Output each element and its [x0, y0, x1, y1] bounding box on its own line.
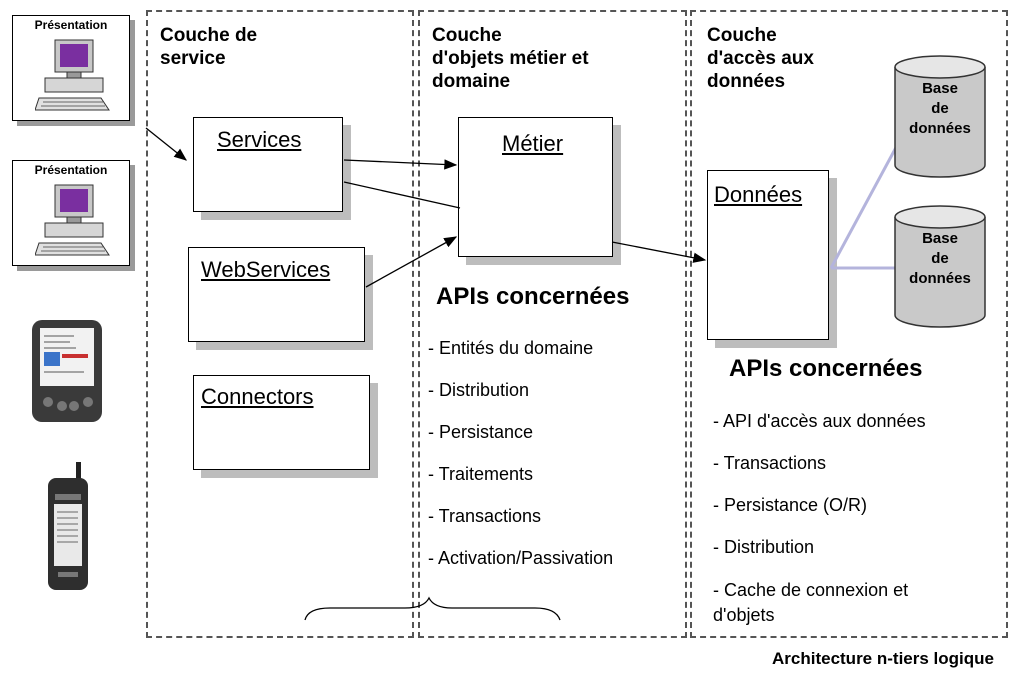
list-item: - Persistance (O/R) [713, 495, 868, 515]
services-label: Services [217, 127, 302, 152]
list-item: - Transactions [713, 453, 827, 473]
data-layer-title: Couche d'accès aux données [707, 25, 814, 92]
data-layer [690, 10, 1008, 638]
business-apis-list: - Entités du domaine - Distribution - Pe… [428, 327, 613, 579]
mobile-phone-icon [48, 462, 88, 590]
pda-icon [32, 320, 102, 422]
list-item: - Activation/Passivation [428, 548, 614, 568]
presentation-label: Présentation [34, 18, 108, 32]
db-link-1 [829, 139, 902, 269]
curly-brace [304, 596, 561, 621]
list-item: - Distribution [713, 537, 815, 557]
presentation-desktop-1: Présentation [12, 15, 130, 121]
data-apis-last-item: - Cache de connexion et d'objets [713, 578, 908, 628]
database-label: Base de données [909, 80, 971, 137]
database-icon [894, 55, 986, 178]
business-layer-title: Couche d'objets métier et domaine [432, 25, 589, 92]
services-component [193, 117, 343, 212]
list-item: d'objets [713, 605, 775, 625]
services-to-metier-line [343, 181, 461, 209]
list-item: - Cache de connexion et [713, 580, 909, 600]
connectors-component [193, 375, 370, 470]
metier-label: Métier [502, 131, 564, 156]
computer-icon [35, 39, 110, 111]
data-apis-title: APIs concernées [729, 355, 923, 382]
list-item: - Persistance [428, 422, 534, 442]
list-item: - Distribution [428, 380, 530, 400]
data-apis-list: - API d'accès aux données - Transactions… [713, 400, 926, 568]
connectors-label: Connectors [201, 384, 314, 409]
metier-to-donnees-arrow [611, 241, 707, 263]
donnees-label: Données [714, 182, 803, 207]
list-item: - Transactions [428, 506, 542, 526]
donnees-component [707, 170, 829, 340]
presentation-label: Présentation [34, 163, 108, 177]
list-item: - Entités du domaine [428, 338, 594, 358]
database-1: Base de données [892, 55, 988, 180]
webservices-label: WebServices [201, 257, 331, 282]
database-label: Base de données [909, 230, 971, 287]
list-item: - API d'accès aux données [713, 411, 926, 431]
computer-icon [35, 184, 110, 256]
metier-component [458, 117, 613, 257]
presentation-arrow [145, 127, 188, 161]
presentation-desktop-2: Présentation [12, 160, 130, 266]
business-layer [418, 10, 687, 638]
business-apis-title: APIs concernées [436, 283, 630, 310]
service-layer-title: Couche de service [160, 25, 258, 69]
webservices-component [188, 247, 365, 342]
webservices-to-metier-arrow [365, 236, 458, 288]
service-layer [146, 10, 414, 638]
database-2: Base de données [892, 205, 988, 330]
diagram-caption: Architecture n-tiers logique [772, 649, 994, 668]
list-item: - Traitements [428, 464, 534, 484]
services-to-metier-arrow [343, 159, 458, 170]
database-icon [894, 205, 986, 328]
